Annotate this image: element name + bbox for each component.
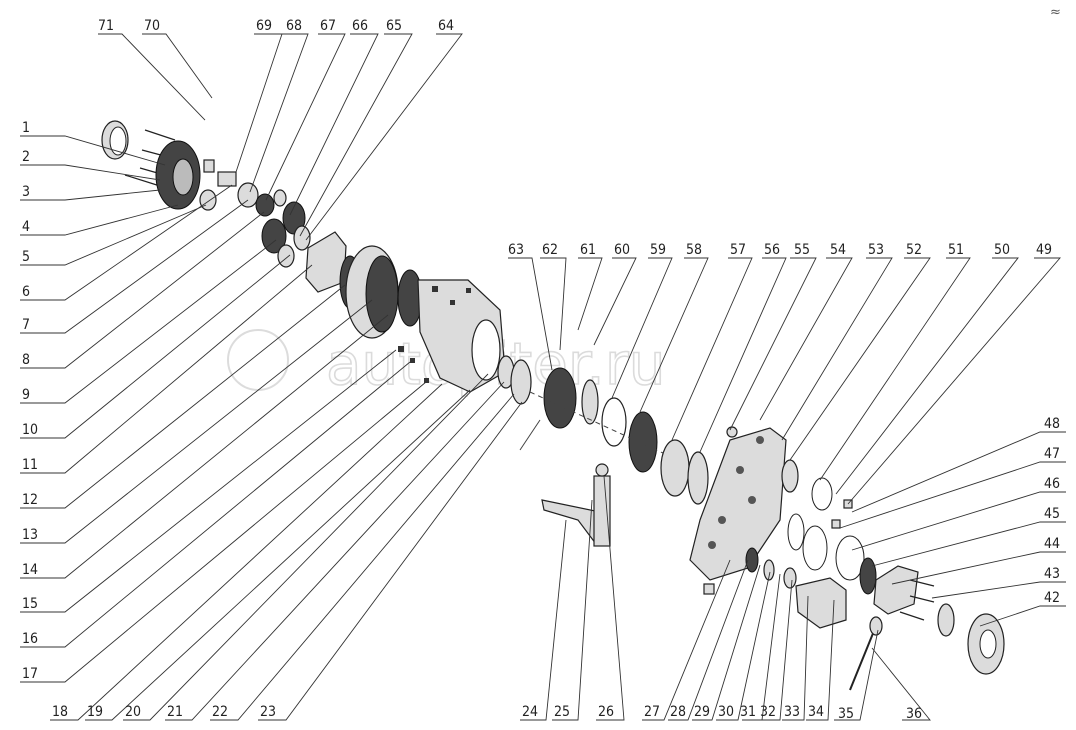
label-15: 15 [22,596,38,612]
label-71: 71 [98,18,114,34]
label-46: 46 [1044,476,1060,492]
label-57: 57 [730,242,746,258]
label-10: 10 [22,422,38,438]
right-assembly [660,426,1005,691]
label-48: 48 [1044,416,1060,432]
label-30: 30 [718,704,734,720]
label-23: 23 [260,704,276,720]
flange-34 [795,577,847,629]
label-32: 32 [760,704,776,720]
label-61: 61 [580,242,596,258]
label-64: 64 [438,18,454,34]
label-17: 17 [22,666,38,682]
label-67: 67 [320,18,336,34]
label-31: 31 [740,704,756,720]
end-cover [873,565,919,615]
label-26: 26 [598,704,614,720]
label-7: 7 [22,317,30,333]
label-59: 59 [650,242,666,258]
label-42: 42 [1044,590,1060,606]
label-5: 5 [22,249,30,265]
label-36: 36 [906,706,922,722]
label-4: 4 [22,219,30,235]
label-12: 12 [22,492,38,508]
label-62: 62 [542,242,558,258]
label-21: 21 [167,704,183,720]
gearbox-housing [689,427,787,581]
label-51: 51 [948,242,964,258]
label-53: 53 [868,242,884,258]
label-1: 1 [22,120,30,136]
label-44: 44 [1044,536,1060,552]
label-11: 11 [22,457,38,473]
label-34: 34 [808,704,824,720]
label-60: 60 [614,242,630,258]
label-22: 22 [212,704,228,720]
label-50: 50 [994,242,1010,258]
left-assembly [101,120,532,405]
label-18: 18 [52,704,68,720]
leader-lines [20,33,1066,721]
label-54: 54 [830,242,846,258]
label-16: 16 [22,631,38,647]
label-55: 55 [794,242,810,258]
label-47: 47 [1044,446,1060,462]
label-25: 25 [554,704,570,720]
label-3: 3 [22,184,30,200]
label-24: 24 [522,704,538,720]
label-8: 8 [22,352,30,368]
label-58: 58 [686,242,702,258]
label-6: 6 [22,284,30,300]
label-52: 52 [906,242,922,258]
label-20: 20 [125,704,141,720]
label-28: 28 [670,704,686,720]
pinion-gear [543,367,577,429]
label-19: 19 [87,704,103,720]
label-35: 35 [838,706,854,722]
label-66: 66 [352,18,368,34]
label-27: 27 [644,704,660,720]
label-29: 29 [694,704,710,720]
label-70: 70 [144,18,160,34]
label-68: 68 [286,18,302,34]
label-13: 13 [22,527,38,543]
label-56: 56 [764,242,780,258]
corner-mark: ≈ [1050,5,1061,20]
label-69: 69 [256,18,272,34]
label-33: 33 [784,704,800,720]
label-49: 49 [1036,242,1052,258]
label-65: 65 [386,18,402,34]
number-labels: 71 70 69 68 67 66 65 64 63 62 61 60 59 5… [22,18,1060,722]
label-14: 14 [22,562,38,578]
label-2: 2 [22,149,30,165]
label-43: 43 [1044,566,1060,582]
label-45: 45 [1044,506,1060,522]
label-9: 9 [22,387,30,403]
label-63: 63 [508,242,524,258]
